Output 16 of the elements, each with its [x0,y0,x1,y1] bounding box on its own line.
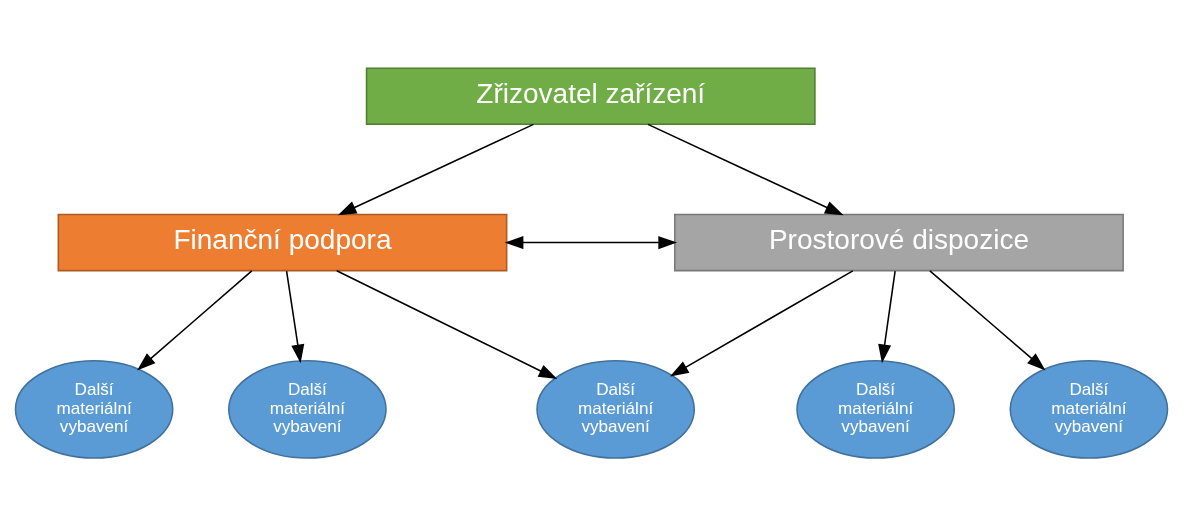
arrow [669,269,854,376]
arrow [137,269,253,370]
arrow [878,269,896,363]
node-ellipse: Další materiální vybavení [228,359,387,459]
node-box: Zřizovatel zařízení [365,66,816,125]
arrow [647,123,844,215]
arrow [504,235,678,249]
arrow [337,123,535,215]
arrow [335,269,558,379]
node-ellipse: Další materiální vybavení [14,359,174,459]
arrow [929,269,1046,370]
node-box: Finanční podpora [57,213,508,271]
arrow [285,269,305,363]
node-ellipse: Další materiální vybavení [1009,359,1169,459]
node-box: Prostorové dispozice [674,213,1124,271]
node-ellipse: Další materiální vybavení [796,359,955,459]
